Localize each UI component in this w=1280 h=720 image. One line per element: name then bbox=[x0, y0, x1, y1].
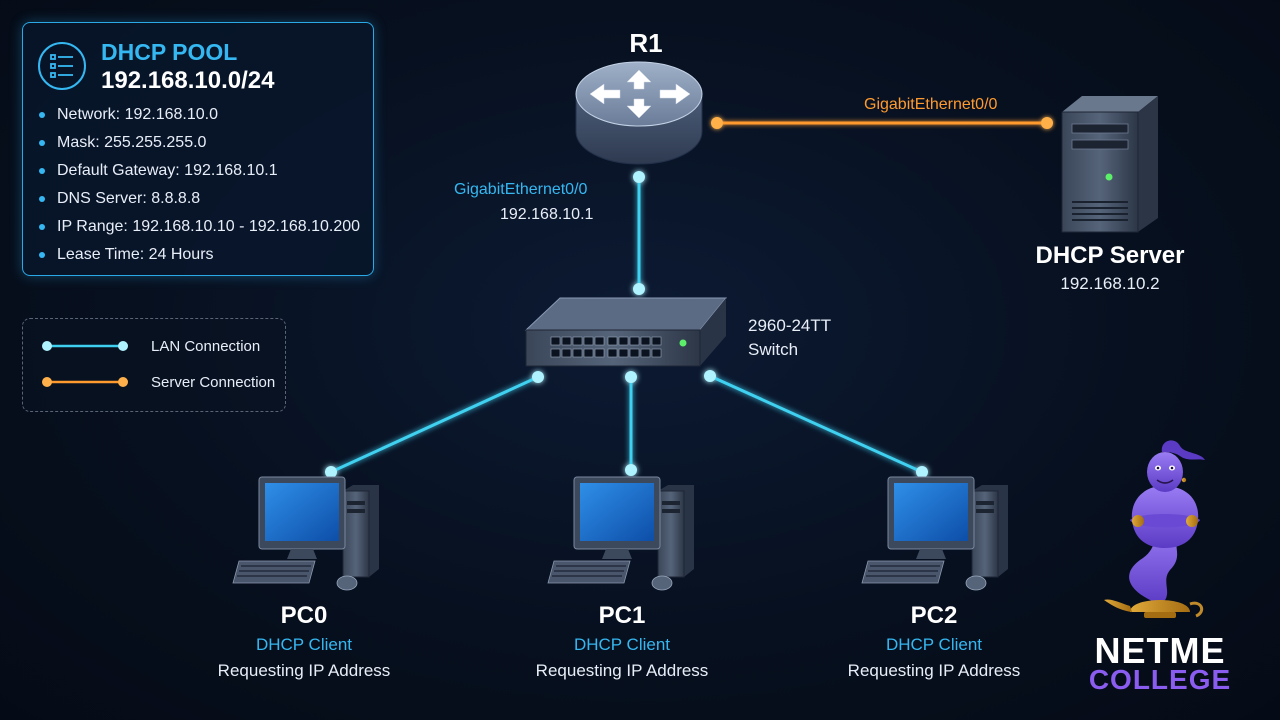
bullet-icon bbox=[39, 112, 45, 118]
genie-mascot-icon bbox=[1104, 440, 1205, 618]
router-lan-interface-label: GigabitEthernet0/0 bbox=[454, 181, 588, 198]
bullet-icon bbox=[39, 252, 45, 258]
pc0-status: Requesting IP Address bbox=[217, 661, 391, 680]
switch-model-label: 2960-24TT bbox=[748, 316, 832, 335]
pc2-name: PC2 bbox=[910, 602, 958, 629]
legend-lan-row: LAN Connection bbox=[41, 336, 260, 356]
pool-range-item: IP Range: 192.168.10.10 - 192.168.10.200 bbox=[39, 213, 360, 241]
router-name: R1 bbox=[629, 28, 663, 58]
logo-college-text: COLLEGE bbox=[1088, 664, 1232, 695]
legend-panel: LAN Connection Server Connection bbox=[22, 318, 286, 412]
server-connection-line bbox=[711, 117, 1053, 129]
lan-line-icon bbox=[42, 341, 128, 351]
lan-connection-switch-pc1 bbox=[625, 371, 637, 476]
lan-connection-router-switch bbox=[633, 171, 645, 295]
switch-icon bbox=[524, 297, 728, 367]
switch-type-label: Switch bbox=[748, 340, 799, 359]
pc0-name: PC0 bbox=[280, 602, 328, 629]
logo-netme-text: NETME bbox=[1094, 630, 1226, 671]
legend-server-label: Server Connection bbox=[151, 373, 276, 391]
pc1-status: Requesting IP Address bbox=[535, 661, 709, 680]
bullet-icon bbox=[39, 168, 45, 174]
pc2-status: Requesting IP Address bbox=[847, 661, 1021, 680]
bullet-icon bbox=[39, 196, 45, 202]
server-link-interface-label: GigabitEthernet0/0 bbox=[864, 96, 998, 113]
pc1-name: PC1 bbox=[598, 602, 646, 629]
legend-lan-label: LAN Connection bbox=[151, 337, 261, 355]
pc0-role: DHCP Client bbox=[255, 635, 353, 654]
lan-connection-switch-pc0 bbox=[325, 371, 544, 478]
pool-mask-item: Mask: 255.255.255.0 bbox=[39, 129, 360, 157]
dhcp-server-name: DHCP Server bbox=[1035, 242, 1185, 269]
pc1-role: DHCP Client bbox=[573, 635, 671, 654]
pool-network-item: Network: 192.168.10.0 bbox=[39, 101, 360, 129]
dhcp-pool-details: Network: 192.168.10.0 Mask: 255.255.255.… bbox=[39, 101, 360, 269]
bullet-icon bbox=[39, 224, 45, 230]
pool-lease-item: Lease Time: 24 Hours bbox=[39, 241, 360, 269]
pool-dns-item: DNS Server: 8.8.8.8 bbox=[39, 185, 360, 213]
lan-connection-switch-pc2 bbox=[704, 370, 928, 478]
pc0-computer-icon bbox=[232, 476, 379, 591]
server-icon bbox=[1061, 96, 1158, 233]
router-icon bbox=[575, 61, 703, 165]
pc1-computer-icon bbox=[547, 476, 694, 591]
dhcp-list-icon bbox=[38, 42, 86, 90]
server-line-icon bbox=[42, 377, 128, 387]
pc2-computer-icon bbox=[861, 476, 1008, 591]
pc2-role: DHCP Client bbox=[885, 635, 983, 654]
legend-server-row: Server Connection bbox=[41, 372, 275, 392]
router-lan-ip-label: 192.168.10.1 bbox=[500, 206, 594, 223]
dhcp-pool-panel: DHCP POOL 192.168.10.0/24 Network: 192.1… bbox=[22, 22, 374, 276]
dhcp-pool-subnet: 192.168.10.0/24 bbox=[101, 67, 275, 94]
pool-gateway-item: Default Gateway: 192.168.10.1 bbox=[39, 157, 360, 185]
dhcp-server-ip: 192.168.10.2 bbox=[1060, 274, 1160, 293]
bullet-icon bbox=[39, 140, 45, 146]
dhcp-pool-title: DHCP POOL bbox=[101, 39, 238, 65]
